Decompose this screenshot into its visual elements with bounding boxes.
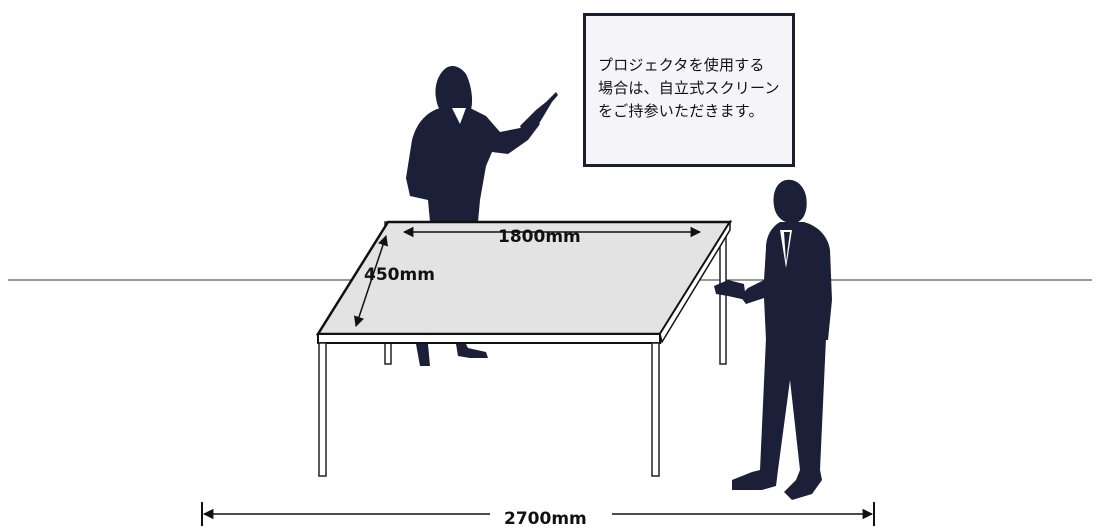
table xyxy=(315,219,733,477)
table-depth-label: 450mm xyxy=(364,265,435,285)
collar-detail xyxy=(452,108,466,124)
floor-width-label: 2700mm xyxy=(504,509,587,527)
presenter-woman-silhouette xyxy=(406,66,558,366)
note-line-3: をご持参いただきます。 xyxy=(598,102,764,120)
projector-note-box: プロジェクタを使用する 場合は、自立式スクリーン をご持参いただきます。 xyxy=(583,13,795,167)
note-line-2: 場合は、自立式スクリーン xyxy=(598,79,780,97)
note-line-1: プロジェクタを使用する xyxy=(598,56,765,74)
man-silhouette xyxy=(714,179,832,500)
table-width-label: 1800mm xyxy=(498,227,581,247)
table-depth-arrow xyxy=(354,235,388,327)
